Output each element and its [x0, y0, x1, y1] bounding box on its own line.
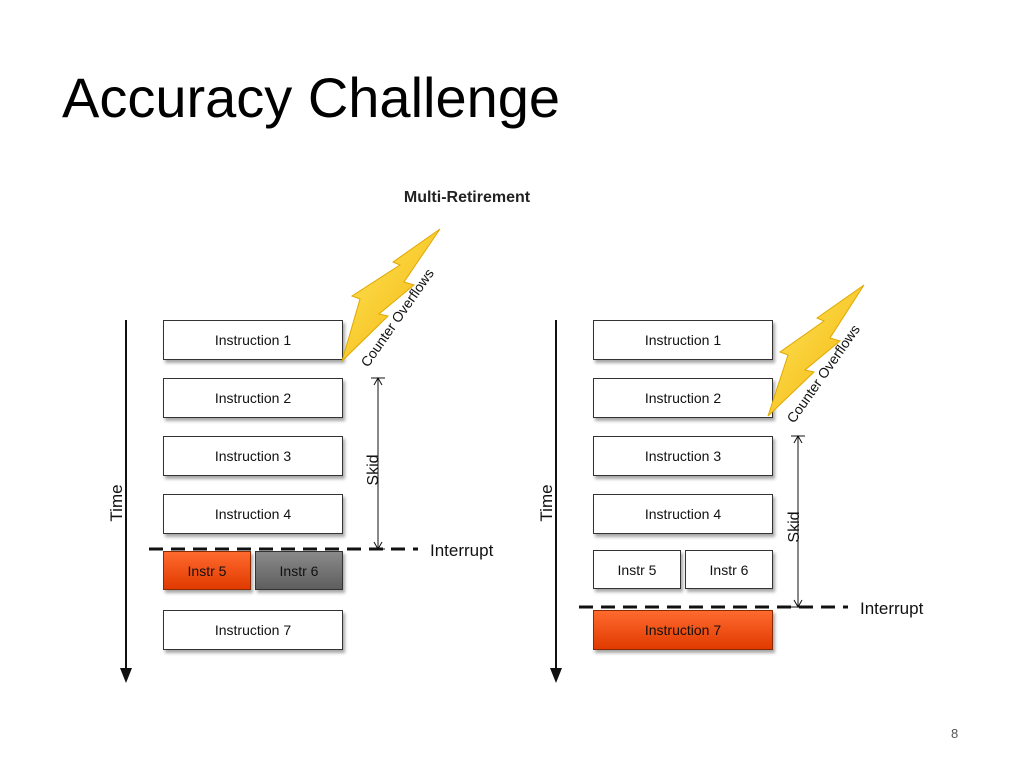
left-instruction-2-box: Instruction 2: [163, 378, 343, 418]
left-lightning-bolt-icon: [340, 228, 441, 363]
right-instr-6-box: Instr 6: [685, 550, 773, 589]
slide-title: Accuracy Challenge: [62, 66, 561, 129]
right-instruction-7-highlighted-box: Instruction 7: [593, 610, 773, 650]
right-instruction-4-box: Instruction 4: [593, 494, 773, 534]
diagram-title: Multi-Retirement: [403, 189, 531, 206]
right-time-label: Time: [537, 484, 556, 521]
right-instruction-2-box: Instruction 2: [593, 378, 773, 418]
left-interrupt-label: Interrupt: [430, 541, 494, 560]
page-number: 8: [951, 726, 959, 741]
right-interrupt-label: Interrupt: [860, 599, 924, 618]
left-instruction-3-box: Instruction 3: [163, 436, 343, 476]
right-instr-5-box: Instr 5: [593, 550, 681, 589]
left-time-label: Time: [107, 484, 126, 521]
right-time-axis: [550, 320, 562, 683]
left-instr-5-highlighted-box: Instr 5: [163, 551, 251, 590]
right-lightning-bolt-icon: [767, 284, 865, 417]
left-instruction-1-box: Instruction 1: [163, 320, 343, 360]
right-skid-label: Skid: [786, 511, 803, 542]
left-instruction-4-box: Instruction 4: [163, 494, 343, 534]
left-skid-label: Skid: [365, 454, 382, 485]
right-instruction-1-box: Instruction 1: [593, 320, 773, 360]
right-instruction-3-box: Instruction 3: [593, 436, 773, 476]
left-instruction-7-box: Instruction 7: [163, 610, 343, 650]
right-time-arrowhead: [550, 668, 562, 683]
left-time-axis: [120, 320, 132, 683]
left-time-arrowhead: [120, 668, 132, 683]
left-instr-6-gray-box: Instr 6: [255, 551, 343, 590]
